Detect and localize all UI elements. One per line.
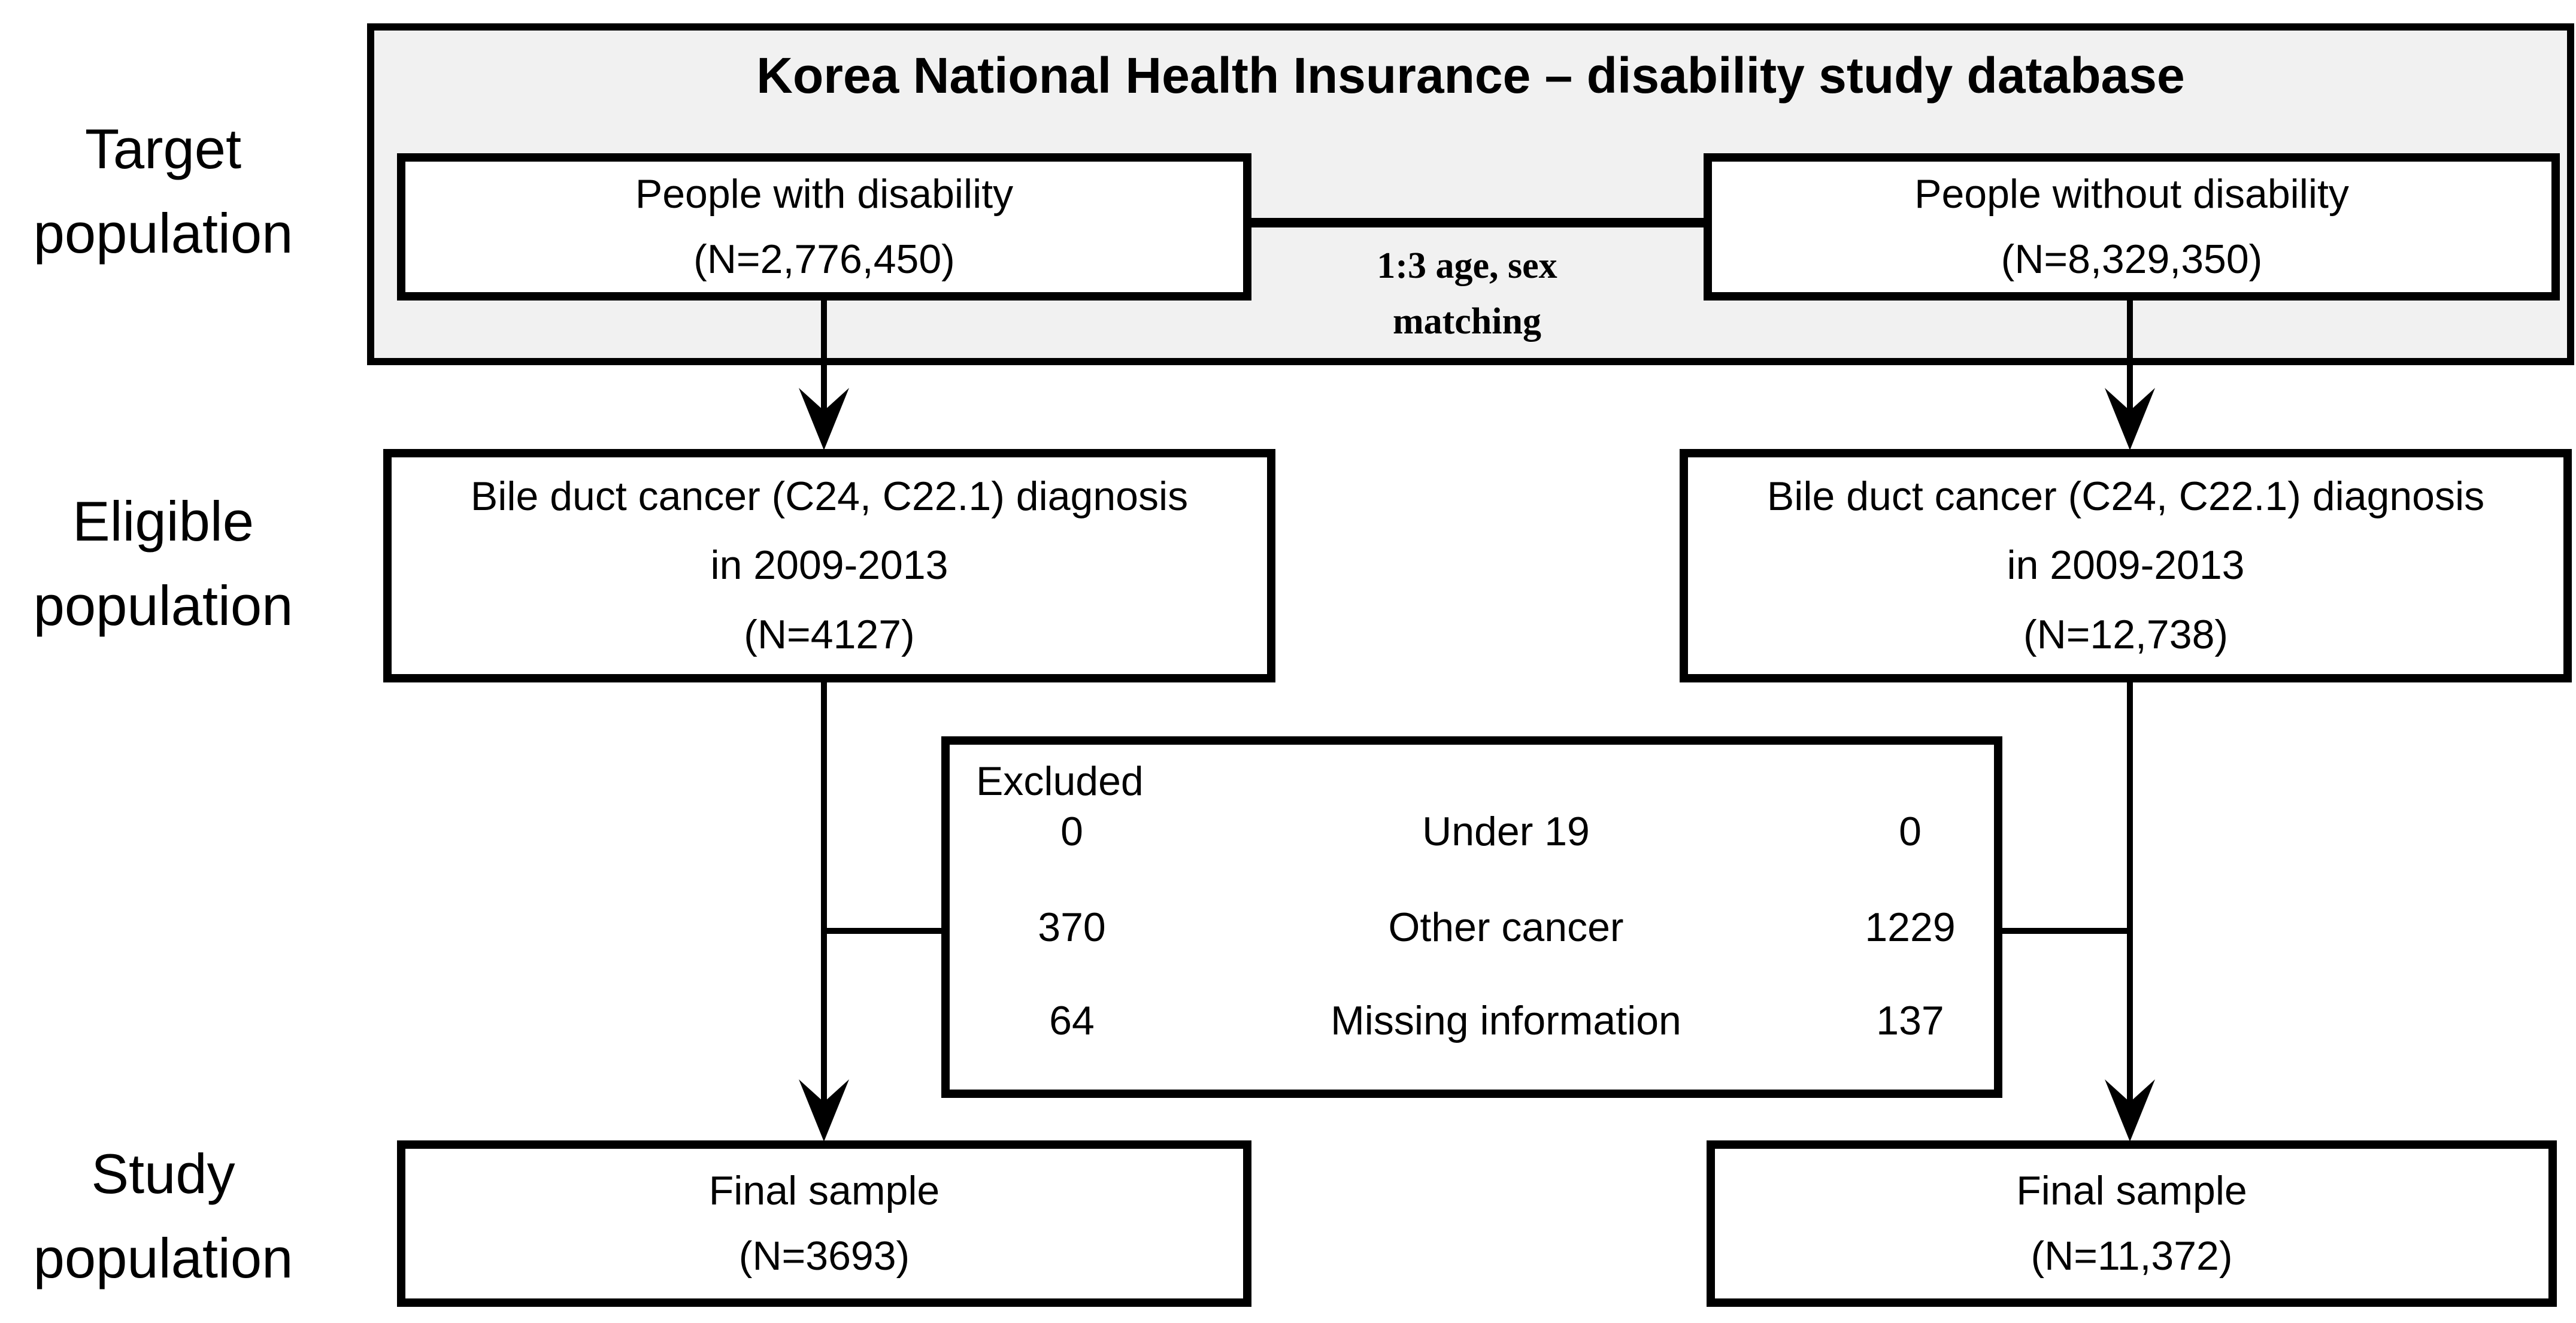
box-eligible-left: Bile duct cancer (C24, C22.1) diagnosis … bbox=[383, 449, 1275, 682]
excluded-reason: Other cancer bbox=[1388, 905, 1624, 950]
box-final-sample-left: Final sample (N=3693) bbox=[397, 1140, 1251, 1307]
arrow-right-bottom-head bbox=[2105, 1079, 2155, 1142]
excluded-row-under-19: 0 Under 19 0 bbox=[950, 808, 1994, 862]
stage-label-eligible-population: Eligible population bbox=[33, 490, 293, 637]
stage-label-study-population: Study population bbox=[33, 1142, 293, 1289]
excluded-count-left: 64 bbox=[1049, 998, 1095, 1043]
stage-label-target-population: Target population bbox=[33, 117, 293, 265]
box-people-with-disability: People with disability (N=2,776,450) bbox=[397, 153, 1251, 301]
arrow-left-top-head bbox=[799, 388, 849, 450]
excluded-count-left: 370 bbox=[1038, 905, 1106, 950]
excluded-row-missing-information: 64 Missing information 137 bbox=[950, 997, 1994, 1051]
excluded-count-right: 0 bbox=[1899, 809, 1922, 854]
database-title: Korea National Health Insurance – disabi… bbox=[756, 47, 2185, 104]
excluded-reason: Under 19 bbox=[1422, 809, 1590, 854]
box-eligible-right: Bile duct cancer (C24, C22.1) diagnosis … bbox=[1680, 449, 2572, 682]
box-final-sample-right: Final sample (N=11,372) bbox=[1707, 1140, 2557, 1307]
excluded-row-other-cancer: 370 Other cancer 1229 bbox=[950, 904, 1994, 958]
box-excluded: Excluded 0 Under 19 0 370 Other cancer 1… bbox=[941, 736, 2002, 1098]
excluded-count-right: 1229 bbox=[1865, 905, 1956, 950]
excluded-count-left: 0 bbox=[1060, 809, 1083, 854]
box-people-without-disability: People without disability (N=8,329,350) bbox=[1704, 153, 2560, 301]
matching-note: 1:3 age, sex matching bbox=[1377, 245, 1557, 342]
excluded-count-right: 137 bbox=[1876, 998, 1944, 1043]
arrow-right-top-head bbox=[2105, 388, 2155, 450]
excluded-reason: Missing information bbox=[1331, 998, 1681, 1043]
excluded-title: Excluded bbox=[976, 758, 1144, 804]
arrow-left-bottom-head bbox=[799, 1079, 849, 1142]
